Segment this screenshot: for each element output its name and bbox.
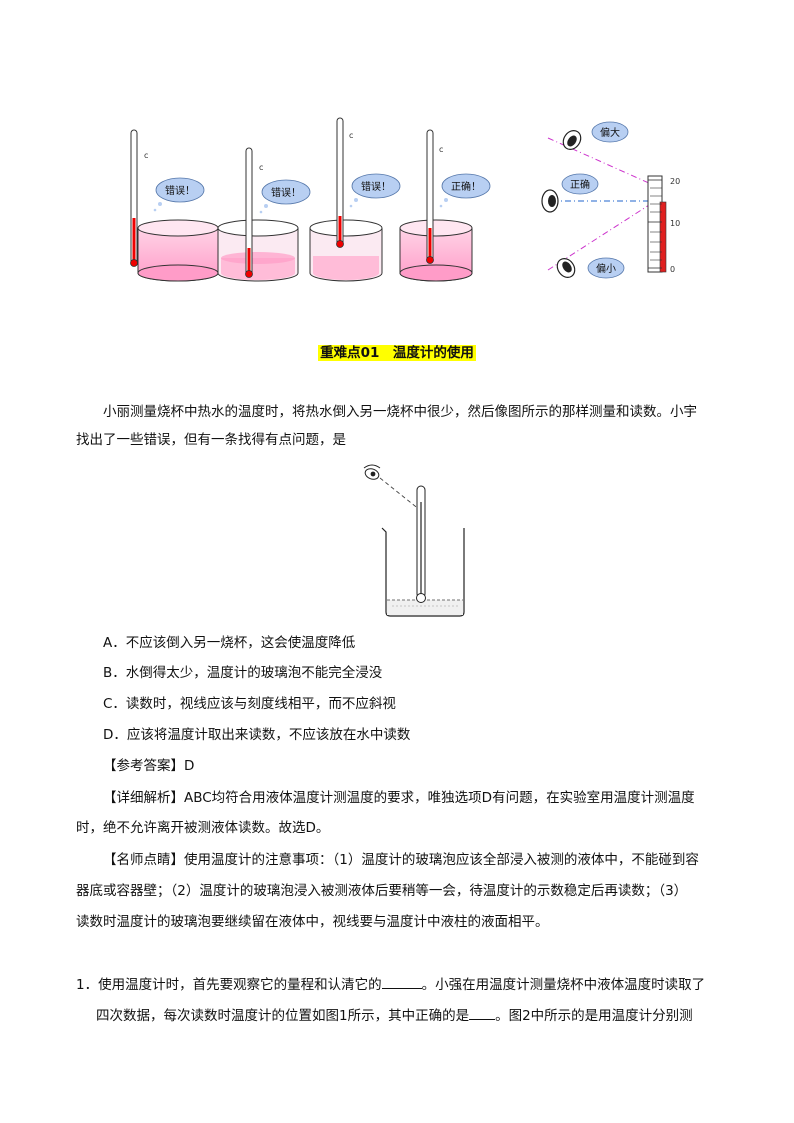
beaker-2 [217, 219, 299, 282]
bubble-3 [349, 173, 401, 208]
analysis-line-2: 时，绝不允许离开被测液体读数。故选D。 [76, 820, 330, 836]
bubble-text-2: 错误！ [271, 186, 301, 199]
exercise-1-line-1-a: 1．使用温度计时，首先要观察它的量程和认清它的 [76, 977, 382, 993]
beaker-reading-figure [363, 464, 465, 617]
sight-line [379, 477, 421, 511]
tips-line-2: 器底或容器壁；（2）温度计的玻璃泡浸入被测液体后要稍等一会，待温度计的示数稳定后… [76, 883, 688, 899]
bubble-1 [153, 177, 205, 212]
exercise-1-line-1-b: 。小强在用温度计测量烧杯中液体温度时读取了 [421, 977, 706, 993]
label-bubble-low [587, 257, 625, 279]
analysis-line-1: 【详细解析】ABC均符合用液体温度计测温度的要求，唯独选项D有问题，在实验室用温… [103, 790, 695, 806]
beaker-3 [309, 219, 383, 282]
label-bubble-high [591, 121, 629, 143]
section-title: 重难点01 温度计的使用 [0, 341, 794, 361]
thermometer [416, 485, 426, 603]
scale-label-20: 20 [670, 177, 680, 186]
bubble-2 [259, 179, 311, 214]
bubble-text-4: 正确！ [451, 180, 481, 193]
answer-blank-1[interactable] [381, 974, 422, 989]
label-bubble-correct [561, 173, 599, 195]
bubble-4 [439, 173, 491, 208]
scale-label-10: 10 [670, 219, 680, 228]
bubble-text-1: 错误！ [165, 184, 195, 197]
eye-top-icon [562, 130, 582, 150]
question-stem-line-2: 找出了一些错误，但有一条找得有点问题，是 [76, 432, 346, 448]
exercise-1-line-2-a: 四次数据，每次读数时温度计的位置如图1所示，其中正确的是 [96, 1008, 470, 1024]
label-high: 偏大 [600, 126, 620, 139]
tips-line-3: 读数时温度计的玻璃泡要继续留在液体中，视线要与温度计中液柱的液面相平。 [76, 914, 549, 930]
exercise-1-line-1: 1．使用温度计时，首先要观察它的量程和认清它的 。小强在用温度计测量烧杯中液体温度… [76, 974, 705, 995]
option-d: D．应该将温度计取出来读数，不应该放在水中读数 [103, 727, 411, 743]
answer-blank-2[interactable] [469, 1005, 496, 1020]
option-c: C．读数时，视线应该与刻度线相平，而不应斜视 [103, 696, 396, 712]
thermometer-3 [336, 117, 344, 248]
eye-bottom-icon [556, 258, 576, 278]
unit-label-3: c [349, 131, 353, 140]
thermometer-2 [245, 147, 253, 278]
unit-label-2: c [259, 163, 263, 172]
sight-lines [547, 137, 661, 271]
tips-line-1: 【名师点睛】使用温度计的注意事项：（1）温度计的玻璃泡应该全部浸入被测的液体中，… [103, 852, 699, 868]
eye-middle-icon [541, 189, 559, 213]
eye-icon [363, 464, 381, 480]
unit-label-1: c [144, 151, 148, 160]
exercise-1-line-2: 四次数据，每次读数时温度计的位置如图1所示，其中正确的是 。图2中所示的是用温度计… [96, 1005, 693, 1026]
thermometer-figure: c 错误！ c 错误！ c 错误！ [130, 117, 680, 282]
thermometer-1 [130, 129, 138, 267]
label-low: 偏小 [596, 262, 616, 275]
option-b: B．水倒得太少，温度计的玻璃泡不能完全浸没 [103, 665, 383, 681]
exercise-1-line-2-b: 。图2中所示的是用温度计分别测 [495, 1008, 693, 1024]
scale-label-0: 0 [670, 265, 675, 274]
beaker-1 [137, 219, 219, 282]
temperature-scale [647, 175, 667, 273]
question-stem-line-1: 小丽测量烧杯中热水的温度时，将热水倒入另一烧杯中很少，然后像图所示的那样测量和读… [103, 404, 697, 420]
bubble-text-3: 错误！ [361, 180, 391, 193]
unit-label-4: c [439, 145, 443, 154]
beaker-4 [399, 219, 473, 282]
option-a: A．不应该倒入另一烧杯，这会使温度降低 [103, 635, 356, 651]
label-correct: 正确 [570, 178, 590, 191]
section-title-text: 重难点01 温度计的使用 [318, 345, 476, 361]
reference-answer: 【参考答案】D [103, 758, 195, 774]
thermometer-4 [426, 129, 434, 264]
